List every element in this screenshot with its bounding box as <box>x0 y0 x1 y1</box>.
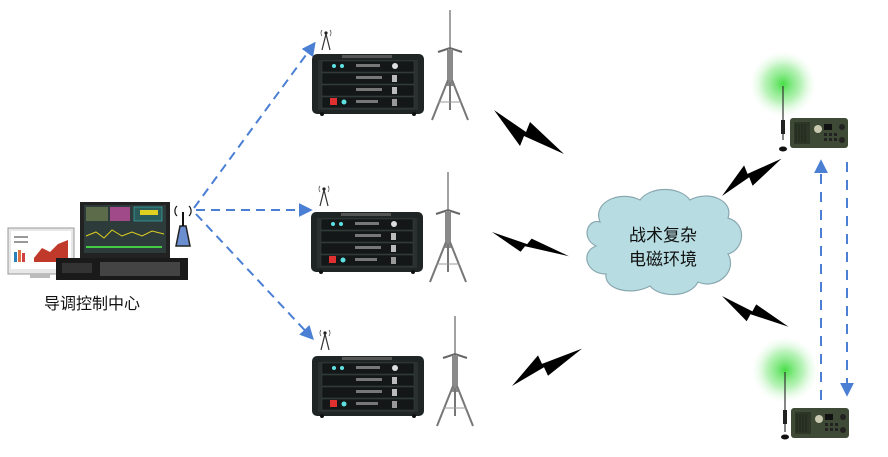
environment-label-line-1: 战术复杂 <box>629 226 697 246</box>
control-links <box>193 41 316 341</box>
radio-icon <box>789 117 849 149</box>
rack-unit-2 <box>310 171 467 283</box>
lightning-bolt-icon <box>492 232 569 257</box>
control-center-label: 导调控制中心 <box>44 294 141 313</box>
environment-label-line-2: 电磁环境 <box>629 250 697 270</box>
link-to-rack-1 <box>193 41 316 209</box>
tripod-antenna-icon <box>429 171 467 283</box>
antenna-icon <box>318 185 330 207</box>
environment-label: 战术复杂 电磁环境 <box>618 224 708 272</box>
environment-cloud <box>586 189 743 296</box>
signal-glow <box>750 51 816 117</box>
jammer-rack-icon <box>310 211 424 275</box>
monitor-icon <box>7 227 75 278</box>
radio-unit-top <box>750 51 849 152</box>
jammer-rack-icon <box>311 355 425 419</box>
rack-unit-1 <box>311 9 469 121</box>
lightning-bolt-icon <box>722 158 782 196</box>
lightning-bolt-icon <box>722 296 789 327</box>
tripod-antenna-icon <box>436 315 474 427</box>
tripod-antenna-icon <box>431 9 469 121</box>
signal-glow <box>752 337 818 403</box>
antenna-icon <box>319 329 331 351</box>
link-to-rack-3 <box>195 213 314 341</box>
lightning-bolt-icon <box>512 348 582 386</box>
wireless-transmitter-icon <box>174 205 192 247</box>
server-icon <box>56 258 188 280</box>
control-center <box>7 202 192 280</box>
radio-icon <box>790 407 850 439</box>
laptop-icon <box>80 202 170 258</box>
antenna-icon <box>320 29 332 51</box>
jammer-rack-icon <box>311 53 425 117</box>
lightning-bolt-icon <box>494 110 564 154</box>
rack-unit-3 <box>311 315 474 427</box>
radio-unit-bottom <box>752 337 850 440</box>
